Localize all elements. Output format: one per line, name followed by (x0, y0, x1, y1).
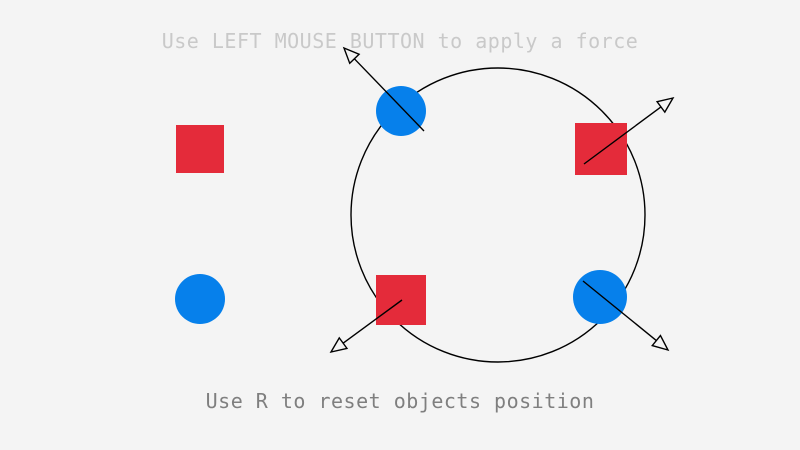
force-vector-square-center (329, 299, 403, 354)
vector-shaft (583, 106, 662, 165)
hint-apply-force: Use LEFT MOUSE BUTTON to apply a force (161, 29, 639, 53)
objects-layer (175, 86, 627, 325)
vector-arrowhead (655, 96, 675, 114)
constraint-circle (350, 67, 646, 363)
body-circle-bottom-right[interactable] (573, 270, 627, 324)
force-vector-circle-top (342, 46, 425, 132)
body-square-left[interactable] (176, 125, 224, 173)
vector-shaft (353, 58, 425, 132)
body-square-right[interactable] (575, 123, 627, 175)
force-vector-square-right (583, 96, 675, 165)
force-vectors-layer (329, 46, 675, 354)
hint-reset-position: Use R to reset objects position (205, 389, 595, 413)
vector-arrowhead (342, 46, 361, 65)
vector-arrowhead (651, 334, 670, 352)
body-circle-top[interactable] (376, 86, 426, 136)
vector-shaft (342, 299, 403, 344)
vector-arrowhead (329, 336, 349, 354)
body-circle-bottom-left[interactable] (175, 274, 225, 324)
vector-shaft (582, 280, 657, 342)
force-vector-circle-bottom-right (582, 280, 670, 352)
